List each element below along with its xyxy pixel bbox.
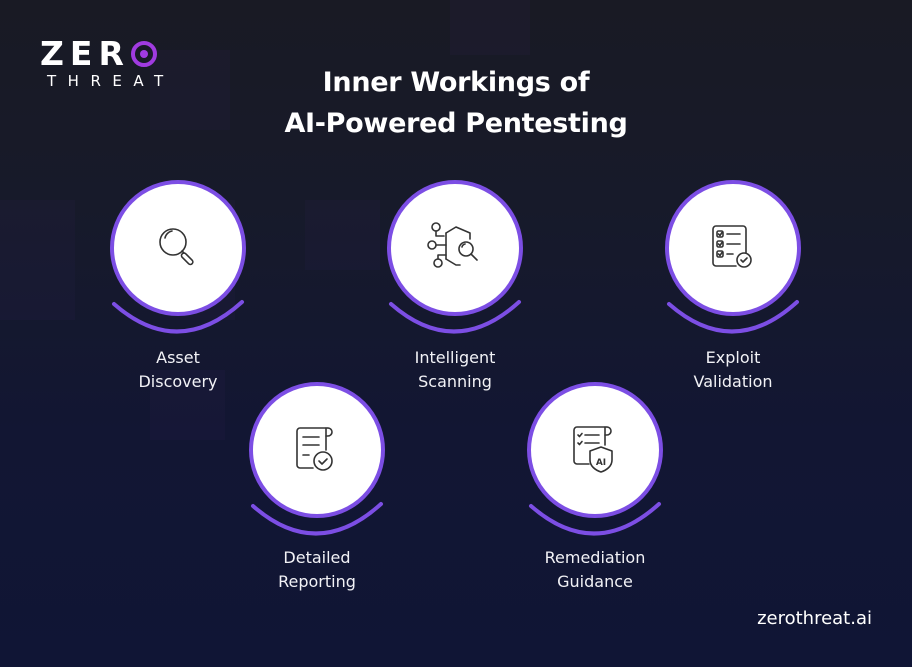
page-title: Inner Workings of AI-Powered Pentesting (0, 62, 912, 144)
checklist-check-icon (712, 225, 752, 268)
step-circle (665, 180, 801, 316)
step-label: Asset Discovery (138, 348, 218, 391)
logo-wordmark-zero: ZER (40, 34, 130, 73)
step-label: Remediation Guidance (544, 548, 646, 591)
zerothreat-logo: ZER THREAT (40, 34, 175, 90)
background-tile (305, 200, 380, 270)
step-arc (112, 300, 244, 334)
background-tile (150, 50, 230, 130)
step-label: Detailed Reporting (278, 548, 356, 591)
step-asset-discovery: Asset Discovery (78, 180, 278, 400)
website-url: zerothreat.ai (757, 608, 872, 629)
report-ai-shield-icon: AI (573, 426, 613, 473)
step-detailed-reporting: Detailed Reporting (217, 382, 417, 602)
background-tile (0, 200, 75, 320)
step-arc (389, 300, 521, 334)
logo-wordmark-threat: THREAT (47, 72, 175, 90)
step-circle (387, 180, 523, 316)
magnifying-glass-icon (159, 228, 194, 266)
title-line-2: AI-Powered Pentesting (284, 108, 628, 139)
step-circle (249, 382, 385, 518)
network-scan-icon (427, 222, 478, 268)
step-arc (667, 300, 799, 334)
step-circle (110, 180, 246, 316)
step-arc (529, 502, 661, 536)
title-line-1: Inner Workings of (322, 67, 590, 98)
step-label: Exploit Validation (693, 348, 773, 391)
step-arc (251, 502, 383, 536)
step-circle: AI (527, 382, 663, 518)
report-scroll-check-icon (296, 427, 333, 471)
step-exploit-validation: Exploit Validation (633, 180, 833, 400)
step-intelligent-scanning: Intelligent Scanning (355, 180, 555, 400)
background-tile (450, 0, 530, 55)
step-label: Intelligent Scanning (414, 348, 496, 391)
background-tile (150, 370, 225, 440)
step-remediation-guidance: AI Remediation Guidance (495, 382, 695, 602)
svg-text:AI: AI (596, 458, 606, 468)
logo-target-icon (130, 41, 157, 67)
